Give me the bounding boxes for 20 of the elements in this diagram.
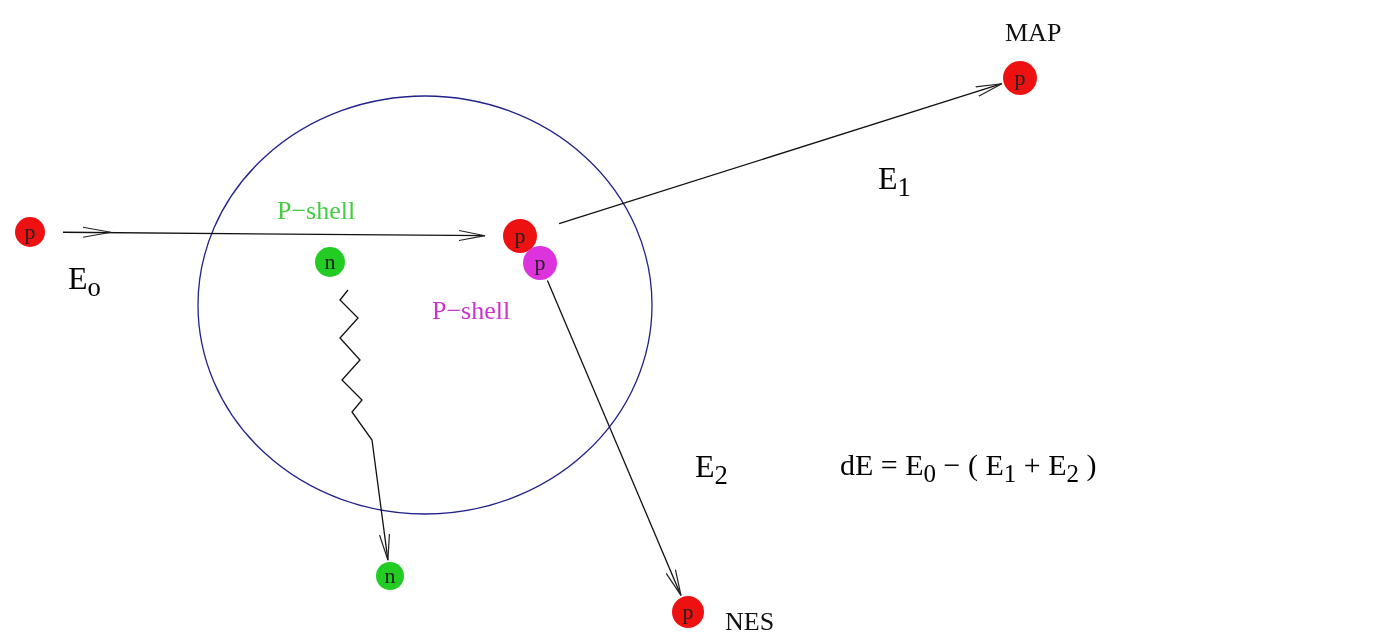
proton-circle: p xyxy=(672,596,704,628)
neutron-circle: n xyxy=(376,562,404,590)
particle-label: MAP xyxy=(1005,18,1062,48)
zigzag-arrow xyxy=(339,289,391,561)
arrow xyxy=(546,279,682,597)
particle-label: NES xyxy=(725,607,775,637)
proton-circle: p xyxy=(1003,61,1037,95)
neutron-circle: n xyxy=(315,247,345,277)
shell-label: P−shell xyxy=(432,296,511,326)
edge-label: E$_{2}$ xyxy=(695,448,728,492)
nucleus-circle xyxy=(197,95,653,515)
edge-label: E$_{o}$ xyxy=(68,260,101,304)
proton-circle: p xyxy=(523,246,557,280)
arrow xyxy=(62,226,486,242)
proton-circle: p xyxy=(503,219,537,253)
arrow xyxy=(558,83,1003,225)
proton-circle: p xyxy=(15,217,45,247)
shell-label: P−shell xyxy=(277,196,356,226)
edge-label: E$_{1}$ xyxy=(878,160,911,204)
formula-text: dE = E$_{0}$ − ( E$_{1}$ + E$_{2}$ ) xyxy=(840,448,1097,488)
